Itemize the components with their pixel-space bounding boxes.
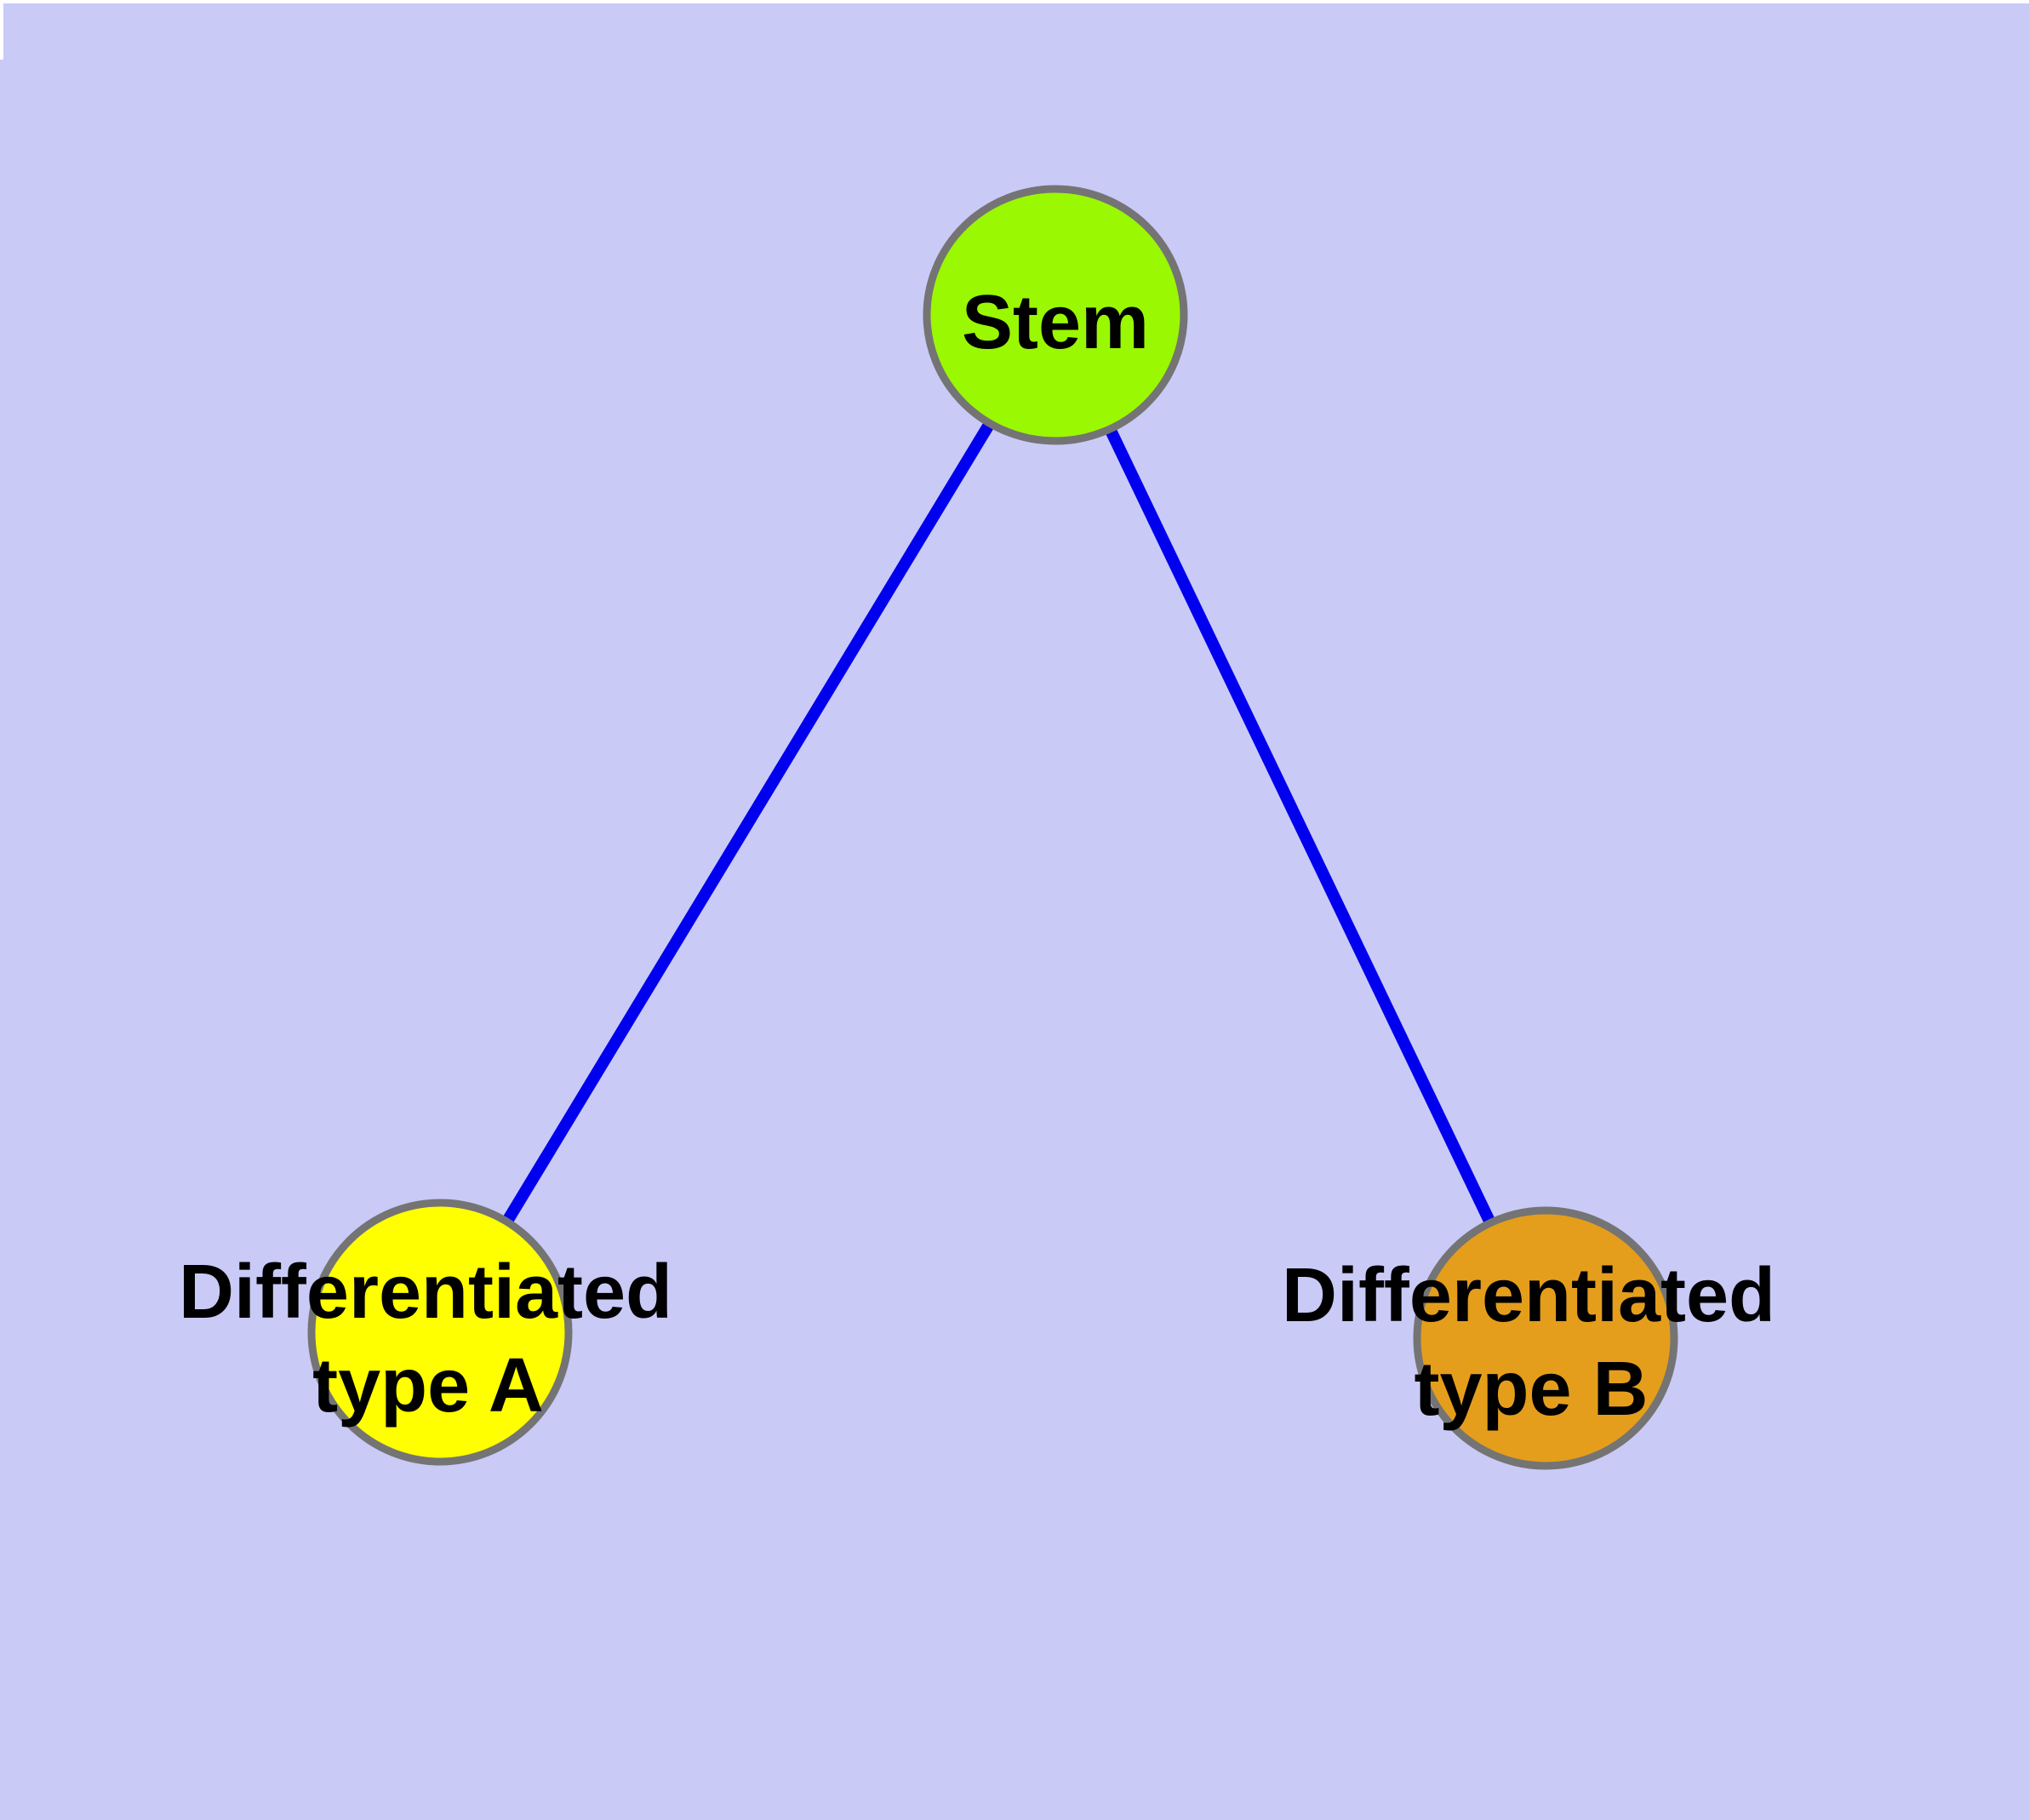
node-stem-circle (923, 185, 1188, 445)
node-stem-label: Stem (962, 280, 1149, 365)
node-stem: Stem (923, 185, 1188, 445)
node-type-a-circle (307, 1199, 573, 1466)
window-left-edge-notch (0, 0, 3, 60)
node-type-a-label-line2: type A (312, 1343, 544, 1428)
window-top-edge (0, 0, 2029, 3)
node-differentiated-type-a: Differentiated type A (179, 1199, 672, 1466)
edge-stem-to-type-b (1049, 312, 1552, 1342)
node-type-b-circle (1413, 1206, 1678, 1470)
node-type-a-label-line1: Differentiated (179, 1250, 672, 1335)
node-type-b-label-line2: type B (1414, 1347, 1648, 1432)
node-differentiated-type-b: Differentiated type B (1282, 1206, 1775, 1470)
edge-stem-to-type-a (435, 312, 1060, 1336)
node-type-b-label-line1: Differentiated (1282, 1253, 1775, 1338)
edges (435, 312, 1552, 1342)
